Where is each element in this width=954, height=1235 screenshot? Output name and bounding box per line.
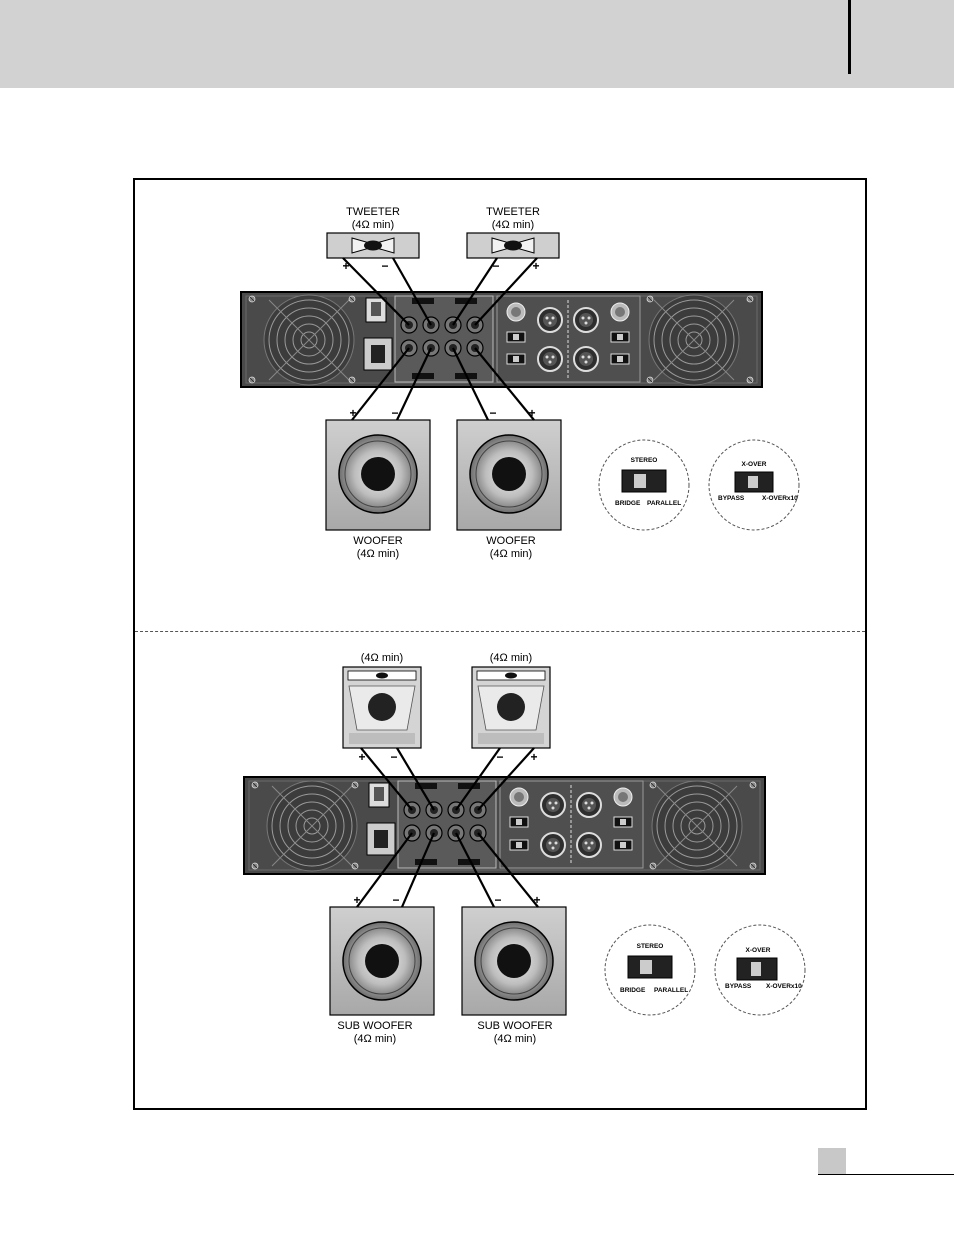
- woofer-right-label: WOOFER (4Ω min): [451, 535, 571, 561]
- xover-switch-callout-top: X-OVER BYPASS X-OVERx10: [709, 440, 799, 530]
- plus-sign: +: [356, 750, 368, 764]
- tweeter-right: [467, 233, 559, 258]
- sub-woofer-left-name: SUB WOOFER: [315, 1020, 435, 1033]
- mode-switch-callout-bottom: STEREO BRIDGE PARALLEL: [605, 925, 695, 1015]
- plus-sign: +: [531, 893, 543, 907]
- plus-sign: +: [347, 406, 359, 420]
- svg-text:STEREO: STEREO: [637, 943, 664, 950]
- plus-sign: +: [530, 259, 542, 273]
- svg-text:STEREO: STEREO: [631, 457, 658, 464]
- svg-text:X-OVERx10: X-OVERx10: [766, 983, 802, 990]
- xover-switch-callout-bottom: X-OVER BYPASS X-OVERx10: [715, 925, 805, 1015]
- sub-woofer-right-name: SUB WOOFER: [455, 1020, 575, 1033]
- tweeter-left-name: TWEETER: [313, 206, 433, 219]
- minus-sign: −: [379, 259, 391, 273]
- svg-text:BRIDGE: BRIDGE: [615, 500, 641, 507]
- woofer-left: [326, 420, 430, 530]
- page-number-box: [818, 1148, 846, 1174]
- tweeter-left-rating: (4Ω min): [313, 219, 433, 232]
- amplifier-rear-panel-bottom: [244, 777, 765, 874]
- plus-sign: +: [340, 259, 352, 273]
- tweeter-right-name: TWEETER: [453, 206, 573, 219]
- svg-text:BYPASS: BYPASS: [718, 495, 745, 502]
- sub-woofer-left: [330, 907, 434, 1015]
- svg-text:BRIDGE: BRIDGE: [620, 987, 646, 994]
- woofer-left-name: WOOFER: [318, 535, 438, 548]
- svg-text:X-OVER: X-OVER: [742, 461, 767, 468]
- plus-sign: +: [528, 750, 540, 764]
- plus-sign: +: [526, 406, 538, 420]
- minus-sign: −: [390, 893, 402, 907]
- svg-text:X-OVER: X-OVER: [746, 947, 771, 954]
- svg-text:X-OVERx10: X-OVERx10: [762, 495, 798, 502]
- woofer-left-label: WOOFER (4Ω min): [318, 535, 438, 561]
- minus-sign: −: [492, 893, 504, 907]
- woofer-left-rating: (4Ω min): [318, 548, 438, 561]
- footer-rule: [818, 1174, 954, 1175]
- minus-sign: −: [494, 750, 506, 764]
- horn-left-rating: (4Ω min): [322, 652, 442, 665]
- tweeter-right-label: TWEETER (4Ω min): [453, 206, 573, 232]
- svg-text:BYPASS: BYPASS: [725, 983, 752, 990]
- horn-right: [472, 667, 550, 748]
- sub-woofer-right-rating: (4Ω min): [455, 1033, 575, 1046]
- woofer-right-rating: (4Ω min): [451, 548, 571, 561]
- svg-text:PARALLEL: PARALLEL: [647, 500, 681, 507]
- minus-sign: −: [487, 406, 499, 420]
- tweeter-right-rating: (4Ω min): [453, 219, 573, 232]
- tweeter-left: [327, 233, 419, 258]
- horn-left: [343, 667, 421, 748]
- amplifier-rear-panel-top: [241, 292, 762, 387]
- sub-woofer-right: [462, 907, 566, 1015]
- mode-switch-callout-top: STEREO BRIDGE PARALLEL: [599, 440, 689, 530]
- woofer-right-name: WOOFER: [451, 535, 571, 548]
- minus-sign: −: [389, 406, 401, 420]
- tweeter-left-label: TWEETER (4Ω min): [313, 206, 433, 232]
- plus-sign: +: [351, 893, 363, 907]
- sub-woofer-right-label: SUB WOOFER (4Ω min): [455, 1020, 575, 1046]
- minus-sign: −: [490, 259, 502, 273]
- woofer-right: [457, 420, 561, 530]
- minus-sign: −: [388, 750, 400, 764]
- horn-right-rating: (4Ω min): [451, 652, 571, 665]
- sub-woofer-left-label: SUB WOOFER (4Ω min): [315, 1020, 435, 1046]
- sub-woofer-left-rating: (4Ω min): [315, 1033, 435, 1046]
- svg-text:PARALLEL: PARALLEL: [654, 987, 688, 994]
